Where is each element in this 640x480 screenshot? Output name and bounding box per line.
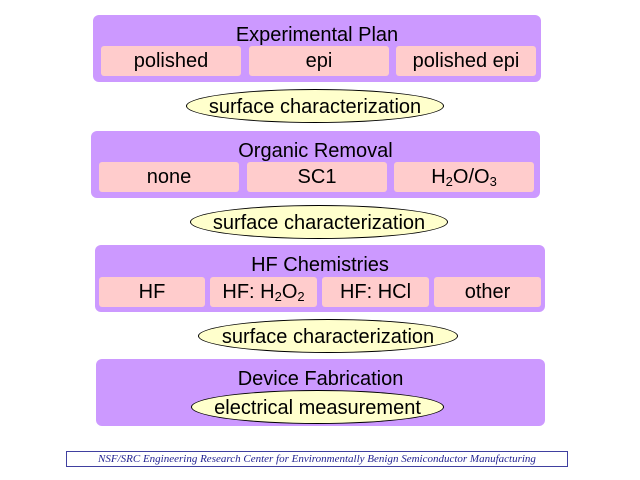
hf-cell: HF [99, 277, 205, 307]
h2o-o3-cell: H2O/O3 [394, 162, 534, 192]
hf-chemistries-title: HF Chemistries [251, 254, 389, 276]
device-fabrication-panel: Device Fabrication electrical measuremen… [96, 359, 545, 426]
organic-removal-title: Organic Removal [238, 140, 393, 162]
electrical-measurement: electrical measurement [191, 390, 444, 424]
surface-characterization-3: surface characterization [198, 319, 458, 353]
epi-cell: epi [249, 46, 389, 76]
other-cell: other [434, 277, 541, 307]
hf-hcl-cell: HF: HCl [322, 277, 429, 307]
experimental-plan-panel: Experimental Plan polished epi polished … [93, 15, 541, 82]
device-fabrication-title: Device Fabrication [237, 368, 404, 390]
organic-removal-panel: Organic Removal none SC1 H2O/O3 [91, 131, 540, 198]
experimental-plan-title: Experimental Plan [235, 24, 399, 46]
polished-epi-cell: polished epi [396, 46, 536, 76]
surface-characterization-2: surface characterization [190, 205, 448, 239]
sc1-cell: SC1 [247, 162, 387, 192]
surface-characterization-1: surface characterization [186, 89, 444, 123]
hf-h2o2-cell: HF: H2O2 [210, 277, 317, 307]
hf-chemistries-panel: HF Chemistries HF HF: H2O2 HF: HCl other [95, 245, 545, 312]
polished-cell: polished [101, 46, 241, 76]
none-cell: none [99, 162, 239, 192]
footer-caption: NSF/SRC Engineering Research Center for … [66, 451, 568, 467]
